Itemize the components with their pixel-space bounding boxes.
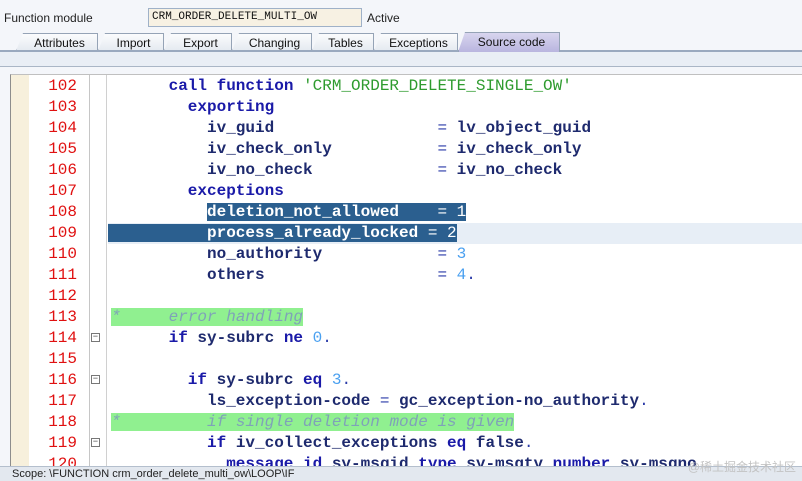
- code-text: iv_guid = lv_object_guid: [207, 119, 592, 137]
- code-line[interactable]: 111 others = 4.: [11, 265, 802, 286]
- line-number: 111: [48, 266, 77, 284]
- code-text: message id sy-msgid type sy-msgty number…: [226, 455, 697, 467]
- text-selection: process_already_locked = 2: [108, 224, 457, 242]
- code-text: deletion_not_allowed = 1: [207, 202, 467, 223]
- code-line[interactable]: 120 message id sy-msgid type sy-msgty num…: [11, 454, 802, 467]
- code-line[interactable]: 103 exporting: [11, 97, 802, 118]
- scope-status-bar: Scope: \FUNCTION crm_order_delete_multi_…: [0, 466, 802, 481]
- tab-tables[interactable]: Tables: [312, 33, 374, 51]
- line-number: 108: [48, 203, 77, 221]
- code-text: iv_check_only = iv_check_only: [207, 140, 582, 158]
- function-module-status: Active: [367, 11, 400, 25]
- function-module-header: Function module CRM_ORDER_DELETE_MULTI_O…: [0, 0, 802, 32]
- code-line[interactable]: 107 exceptions: [11, 181, 802, 202]
- code-text: exporting: [187, 98, 275, 116]
- code-line[interactable]: 115: [11, 349, 802, 370]
- line-number: 119: [48, 434, 77, 452]
- tab-exceptions[interactable]: Exceptions: [374, 33, 458, 51]
- code-text: * error handling: [111, 308, 304, 326]
- code-text: ls_exception-code = gc_exception-no_auth…: [207, 392, 649, 410]
- line-number: 113: [48, 308, 77, 326]
- line-number: 103: [48, 98, 77, 116]
- line-number: 110: [48, 245, 77, 263]
- watermark: @稀土掘金技术社区: [687, 460, 796, 474]
- line-number: 115: [48, 350, 77, 368]
- code-text: if sy-subrc ne 0.: [168, 329, 332, 347]
- code-line[interactable]: 110 no_authority = 3: [11, 244, 802, 265]
- function-module-field[interactable]: CRM_ORDER_DELETE_MULTI_OW: [148, 8, 362, 27]
- tab-strip: Attributes Import Export Changing Tables…: [0, 31, 802, 52]
- code-line[interactable]: 112: [11, 286, 802, 307]
- line-number: 116: [48, 371, 77, 389]
- code-line[interactable]: 114 − if sy-subrc ne 0.: [11, 328, 802, 349]
- code-line[interactable]: 117 ls_exception-code = gc_exception-no_a…: [11, 391, 802, 412]
- code-line[interactable]: 118 * if single deletion mode is given: [11, 412, 802, 433]
- code-line[interactable]: 104 iv_guid = lv_object_guid: [11, 118, 802, 139]
- line-number-column: [29, 75, 90, 467]
- line-number: 120: [48, 455, 77, 467]
- code-text: process_already_locked = 2: [108, 223, 457, 244]
- code-text: exceptions: [187, 182, 284, 200]
- line-number: 105: [48, 140, 77, 158]
- code-line[interactable]: 102 call function 'CRM_ORDER_DELETE_SINGL…: [11, 76, 802, 97]
- line-number: 102: [48, 77, 77, 95]
- tab-export[interactable]: Export: [164, 33, 232, 51]
- line-number: 109: [48, 224, 77, 242]
- code-line[interactable]: 119 − if iv_collect_exceptions eq false.: [11, 433, 802, 454]
- code-line[interactable]: 113 * error handling: [11, 307, 802, 328]
- code-line[interactable]: 106 iv_no_check = iv_no_check: [11, 160, 802, 181]
- function-module-label: Function module: [4, 11, 93, 25]
- code-line[interactable]: 105 iv_check_only = iv_check_only: [11, 139, 802, 160]
- tab-source-code[interactable]: Source code: [458, 32, 560, 52]
- code-text: no_authority = 3: [207, 245, 467, 263]
- tab-attributes[interactable]: Attributes: [16, 33, 98, 51]
- code-text: call function 'CRM_ORDER_DELETE_SINGLE_O…: [168, 77, 572, 95]
- line-number: 106: [48, 161, 77, 179]
- code-line[interactable]: 109 process_already_locked = 2: [11, 223, 802, 244]
- line-number: 114: [48, 329, 77, 347]
- code-text: if sy-subrc eq 3.: [187, 371, 352, 389]
- line-number: 117: [48, 392, 77, 410]
- toolbar-band: [0, 52, 802, 67]
- text-selection: deletion_not_allowed = 1: [207, 203, 467, 221]
- fold-collapse-icon[interactable]: −: [91, 437, 100, 447]
- fold-collapse-icon[interactable]: −: [91, 374, 100, 384]
- code-text: * if single deletion mode is given: [111, 413, 515, 431]
- line-number: 107: [48, 182, 77, 200]
- line-number: 104: [48, 119, 77, 137]
- tab-changing[interactable]: Changing: [232, 33, 312, 51]
- line-number: 118: [48, 413, 77, 431]
- fold-gutter-divider: [106, 75, 107, 467]
- code-line[interactable]: 108 deletion_not_allowed = 1: [11, 202, 802, 223]
- line-number: 112: [48, 287, 77, 305]
- code-text: iv_no_check = iv_no_check: [207, 161, 563, 179]
- code-text: if iv_collect_exceptions eq false.: [207, 434, 534, 452]
- fold-collapse-icon[interactable]: −: [91, 332, 100, 342]
- code-line[interactable]: 116 − if sy-subrc eq 3.: [11, 370, 802, 391]
- code-text: others = 4.: [207, 266, 476, 284]
- source-editor[interactable]: 102 call function 'CRM_ORDER_DELETE_SINGL…: [10, 74, 802, 467]
- tab-import[interactable]: Import: [98, 33, 164, 51]
